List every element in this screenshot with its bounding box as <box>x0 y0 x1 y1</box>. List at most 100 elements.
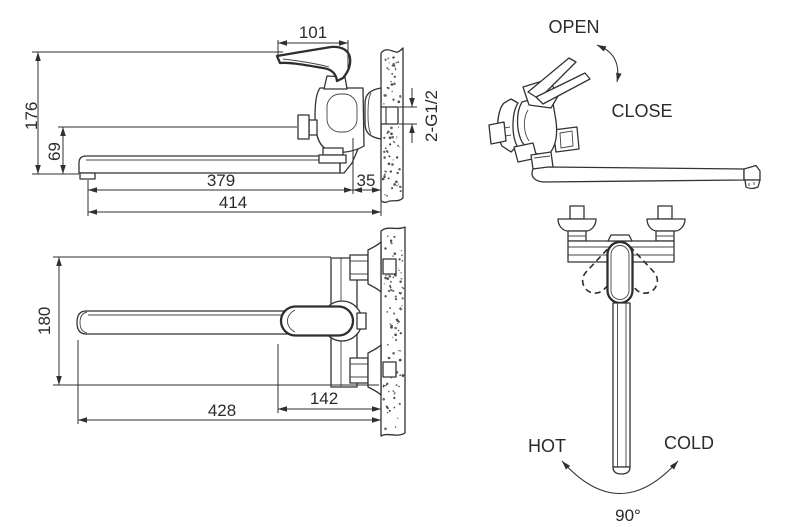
wall-speck <box>395 156 399 159</box>
detail-line <box>559 130 574 149</box>
wall-speck <box>393 235 396 238</box>
wall-speck <box>390 126 393 130</box>
mount-stud <box>569 205 585 220</box>
wall-speck <box>398 168 401 171</box>
wall-speck <box>386 411 389 414</box>
wall-speck <box>400 277 403 280</box>
extension-line <box>32 51 283 175</box>
outlet-cap <box>318 154 347 164</box>
dim-label-414: 414 <box>219 193 247 212</box>
wall-speck <box>387 390 390 393</box>
mount-flange <box>367 344 382 396</box>
wall-speck <box>391 324 393 327</box>
spout-tube <box>531 166 745 183</box>
wall-speck <box>390 83 394 86</box>
wall-speck <box>392 56 396 59</box>
wall-speck <box>393 312 396 315</box>
detail-line <box>610 245 630 300</box>
wall-speck <box>398 291 402 295</box>
wall-speck <box>392 140 396 144</box>
wall-speck <box>384 147 387 150</box>
extension-line <box>399 88 417 143</box>
wall-speck <box>386 382 389 385</box>
wall-speck <box>397 417 399 419</box>
wall-speck <box>390 80 392 83</box>
spout-tube <box>76 310 291 335</box>
wall-speck <box>387 177 390 180</box>
dim-body-span: 180 <box>35 256 379 386</box>
wall-speck <box>394 338 398 342</box>
wall-speck <box>388 409 391 412</box>
wall-speck <box>383 150 386 154</box>
dim-thread-spec: 2-G1/2 <box>399 88 441 143</box>
wall-speck <box>387 356 391 359</box>
wall-speck <box>386 311 389 313</box>
detail-line <box>282 58 330 68</box>
operation-view: OPEN CLOSE <box>488 17 761 190</box>
wall-speck <box>382 384 386 388</box>
wall-speck <box>398 94 402 99</box>
spout-top <box>76 310 291 335</box>
mount-nut <box>349 254 369 281</box>
mount-flange <box>646 218 686 232</box>
mount-anchor <box>382 258 397 275</box>
wall-speck <box>401 260 404 262</box>
wall-mount-left <box>557 205 597 242</box>
wall-speck <box>395 318 399 322</box>
spout-end <box>743 164 761 181</box>
wall-speck <box>394 333 397 337</box>
wall-speck <box>397 126 400 128</box>
mount-stud <box>657 205 673 220</box>
wall-speck <box>386 195 388 197</box>
extension-line <box>87 138 354 216</box>
mount-flange <box>367 241 382 293</box>
extension-line <box>53 256 379 386</box>
spout-nozzle <box>744 179 761 190</box>
handle-top <box>279 305 355 337</box>
detail-line <box>523 109 530 142</box>
open-label: OPEN <box>548 17 599 37</box>
wall-speck <box>391 72 394 75</box>
spout-mouth <box>79 172 96 180</box>
spout-side <box>78 146 359 180</box>
wall-speck <box>392 276 395 278</box>
wall-speck <box>383 103 385 105</box>
wall-speck <box>392 98 395 101</box>
hot-label: HOT <box>528 436 566 456</box>
wall-speck <box>397 320 400 323</box>
arrowhead <box>597 45 607 52</box>
mount-nut <box>349 357 369 384</box>
wall-speck <box>396 171 399 175</box>
wall-speck <box>388 155 391 158</box>
wall-speck <box>385 274 387 277</box>
wall-speck <box>401 254 403 257</box>
wall-speck <box>396 184 398 187</box>
mount-flange <box>557 218 597 232</box>
wall-speck <box>386 277 390 280</box>
wall-speck <box>389 307 391 309</box>
wall-speck <box>395 180 398 184</box>
wall-speck <box>392 62 395 66</box>
wall-speck <box>391 135 394 139</box>
close-label: CLOSE <box>611 101 672 121</box>
wall-speck <box>396 322 399 325</box>
wall-speck <box>388 68 390 71</box>
detail-line <box>617 303 627 467</box>
wall-speck <box>383 94 387 97</box>
wall-speck <box>394 67 397 71</box>
dim-spout-length: 379 35 <box>87 138 381 216</box>
wall-speck <box>381 177 385 181</box>
wall-speck <box>396 136 398 138</box>
wall-speck <box>401 297 404 300</box>
wall-speck <box>388 136 392 140</box>
detail-line <box>533 155 551 159</box>
wall-speck <box>398 307 403 311</box>
wall-speck <box>398 183 400 185</box>
wall-speck <box>388 143 392 146</box>
wall-speck <box>397 350 402 352</box>
wall-speck <box>392 351 395 355</box>
wall-speck <box>394 426 397 428</box>
cold-label: COLD <box>664 433 714 453</box>
dim-spout-height: 69 <box>45 126 297 174</box>
dim-handle-to-wall: 142 <box>277 344 381 413</box>
